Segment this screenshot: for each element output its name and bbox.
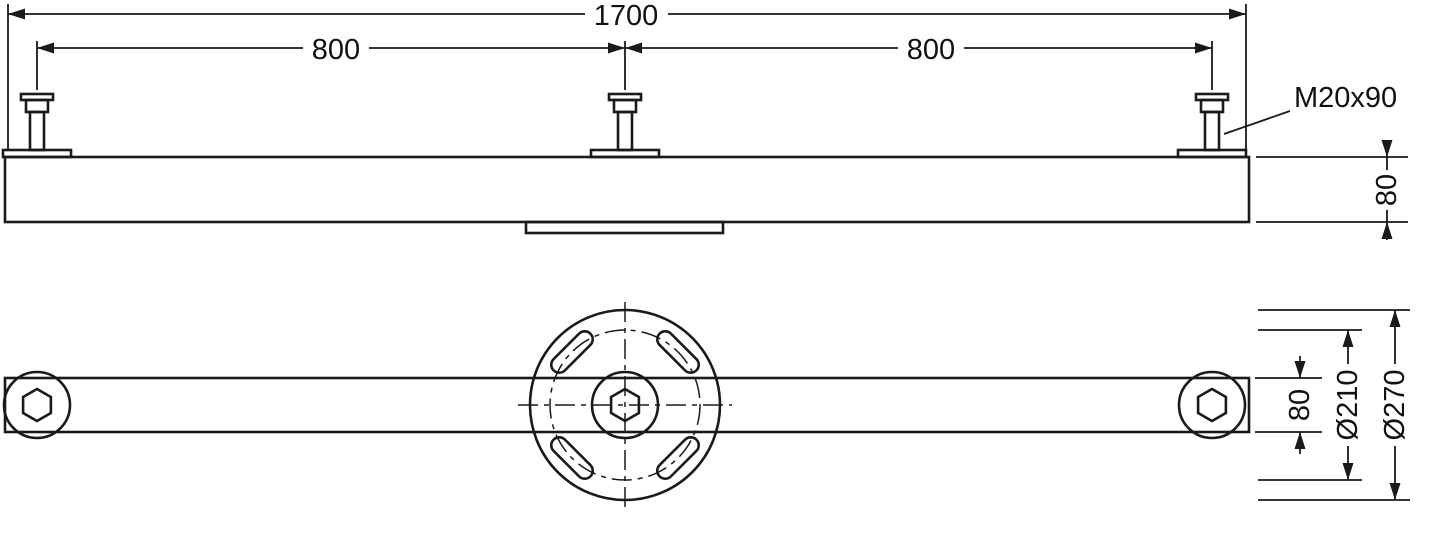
arrowhead-icon (1294, 361, 1306, 378)
bolt-washer (1176, 148, 1248, 159)
bolt-shank (28, 110, 46, 152)
dim-text-thickness: 80 (1371, 174, 1403, 206)
arrowhead-icon (1342, 330, 1354, 347)
bolt-circle (549, 329, 701, 481)
dim-beam-thickness: 80 (1256, 140, 1408, 240)
dim-flange-diameter: Ø270 (1258, 309, 1411, 501)
hex-socket-center (609, 387, 641, 423)
beam-side (3, 155, 1251, 224)
side-view (1, 92, 1251, 235)
bolt-head (24, 98, 50, 114)
bolt-left (1, 92, 73, 159)
hex-socket-right (1196, 387, 1228, 423)
dim-left-span: 800 (36, 34, 626, 90)
slot-bottom-left (549, 435, 595, 481)
dim-right-span: 800 (625, 34, 1213, 90)
dim-beam-width: 80 (1255, 356, 1322, 454)
arrowhead-icon (1389, 483, 1401, 500)
arrowhead-icon (1381, 222, 1393, 239)
dim-text-left-span: 800 (312, 34, 360, 66)
bolt-head (1199, 98, 1225, 114)
center-boss (590, 370, 660, 440)
arrowhead-icon (608, 42, 625, 54)
arrowhead-icon (1381, 140, 1393, 157)
beam-plan (3, 376, 1251, 434)
bolt-spec-text: M20x90 (1294, 82, 1397, 114)
dim-text-flange: Ø270 (1379, 370, 1411, 441)
bolt-center (589, 92, 661, 159)
dim-text-width: 80 (1284, 389, 1316, 421)
arrowhead-icon (1294, 432, 1306, 449)
bolt-washer (1, 148, 73, 159)
bolt-shank (1203, 110, 1221, 152)
arrowhead-icon (1229, 8, 1246, 20)
slot-top-left (549, 329, 595, 375)
dim-text-bolt-circle: Ø210 (1332, 370, 1364, 441)
hex-socket-left (21, 387, 53, 423)
bolt-washer (589, 148, 661, 159)
arrowhead-icon (625, 42, 642, 54)
leader-line (1223, 110, 1291, 135)
bolt-shank (616, 110, 634, 152)
flange-plate-side (524, 220, 725, 235)
flange-outline (528, 308, 722, 502)
dim-bolt-circle: Ø210 (1258, 329, 1364, 481)
slot-bottom-right (655, 435, 701, 481)
dim-text-overall: 1700 (594, 0, 659, 32)
bolt-right (1176, 92, 1248, 159)
label-bolt-spec: M20x90 (1223, 82, 1397, 135)
end-disc-left (2, 370, 72, 440)
arrowhead-icon (37, 42, 54, 54)
dim-text-right-span: 800 (907, 34, 955, 66)
arrowhead-icon (1389, 310, 1401, 327)
end-disc-right (1177, 370, 1247, 440)
arrowhead-icon (8, 8, 25, 20)
slot-top-right (655, 329, 701, 375)
dim-overall-length: 1700 (7, 0, 1247, 150)
bolt-head (612, 98, 638, 114)
plan-view (2, 302, 1251, 508)
arrowhead-icon (1342, 463, 1354, 480)
arrowhead-icon (1195, 42, 1212, 54)
